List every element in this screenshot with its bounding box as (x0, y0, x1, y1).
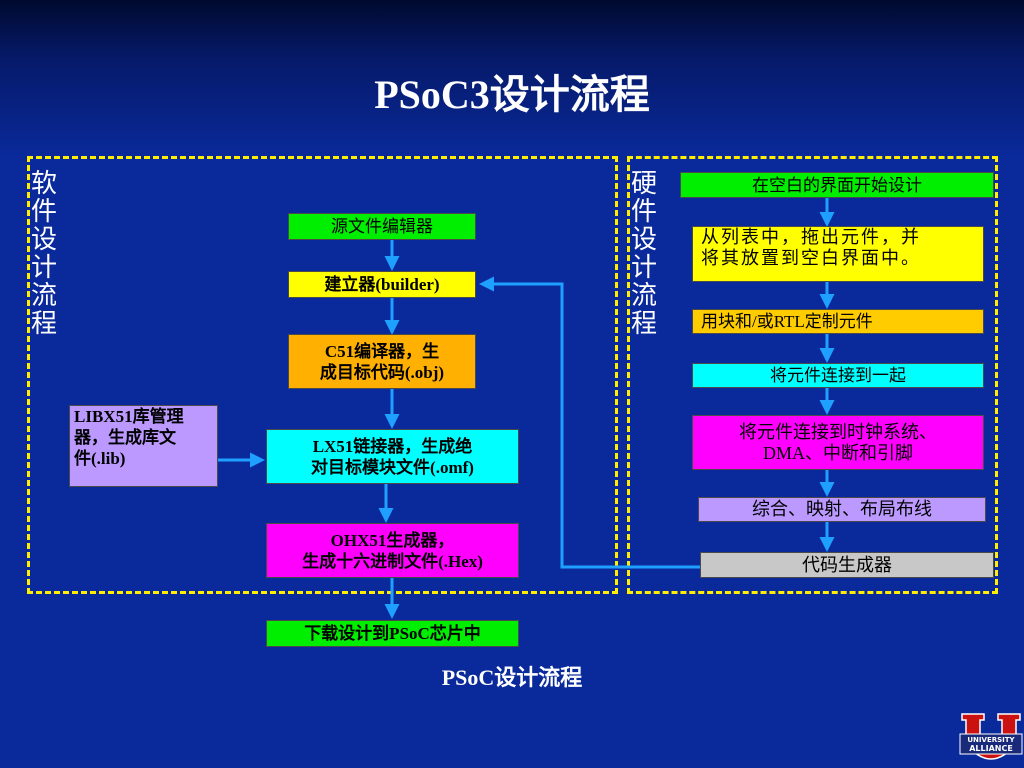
box-text: LX51链接器，生成绝 (312, 436, 473, 456)
drag-components-box: 从列表中，拖出元件，并 将其放置到空白界面中。 (692, 226, 984, 282)
libx51-librarian-box: LIBX51库管理 器，生成库文 件(.lib) (69, 405, 218, 487)
university-alliance-logo: UNIVERSITY ALLIANCE (959, 713, 1023, 760)
box-text: DMA、中断和引脚 (762, 442, 913, 463)
label-char: 设 (630, 225, 657, 255)
box-text: 将元件连接到一起 (770, 366, 906, 385)
software-flow-label: 软 件 设 计 流 程 (29, 170, 59, 338)
builder-box: 建立器(builder) (288, 271, 476, 298)
box-text: 器，生成库文 (74, 428, 176, 447)
logo-text: ALLIANCE (969, 744, 1013, 753)
box-text: LIBX51库管理 (74, 407, 184, 426)
label-char: 软 (30, 169, 57, 199)
box-text: 成目标代码(.obj) (319, 362, 445, 382)
label-char: 流 (30, 281, 57, 311)
synthesis-box: 综合、映射、布局布线 (698, 497, 986, 522)
lx51-linker-box: LX51链接器，生成绝 对目标模块文件(.omf) (266, 429, 519, 484)
box-text: OHX51生成器， (330, 530, 455, 550)
clock-dma-box: 将元件连接到时钟系统、 DMA、中断和引脚 (692, 415, 984, 470)
box-text: 从列表中，拖出元件，并 (701, 227, 921, 247)
box-text: 对目标模块文件(.omf) (311, 457, 474, 477)
box-text: 将其放置到空白界面中。 (701, 248, 921, 268)
source-editor-box: 源文件编辑器 (288, 213, 476, 240)
box-text: C51编译器，生 (324, 341, 440, 361)
label-char: 程 (630, 309, 657, 339)
logo-text: UNIVERSITY (967, 736, 1015, 744)
download-box: 下载设计到PSoC芯片中 (266, 620, 519, 647)
hardware-flow-label: 硬 件 设 计 流 程 (629, 170, 659, 338)
box-text: 下载设计到PSoC芯片中 (304, 624, 481, 643)
box-text: 综合、映射、布局布线 (752, 499, 932, 519)
box-text: 代码生成器 (802, 554, 892, 575)
label-char: 程 (30, 309, 57, 339)
label-char: 流 (630, 281, 657, 311)
label-char: 计 (30, 253, 57, 283)
label-char: 硬 (630, 169, 657, 199)
diagram-caption: PSoC设计流程 (441, 665, 583, 690)
box-text: 在空白的界面开始设计 (752, 175, 922, 195)
blank-design-box: 在空白的界面开始设计 (680, 172, 994, 198)
box-text: 生成十六进制文件(.Hex) (302, 551, 483, 571)
c51-compiler-box: C51编译器，生 成目标代码(.obj) (288, 334, 476, 389)
box-text: 将元件连接到时钟系统、 (739, 421, 937, 442)
box-text: 源文件编辑器 (331, 217, 433, 236)
custom-components-box: 用块和/或RTL定制元件 (692, 309, 984, 334)
label-char: 件 (630, 197, 657, 227)
connect-components-box: 将元件连接到一起 (692, 363, 984, 388)
box-text: 用块和/或RTL定制元件 (701, 312, 873, 331)
page-title: PSoC3设计流程 (374, 72, 650, 117)
label-char: 件 (30, 197, 57, 227)
box-text: 建立器(builder) (324, 275, 440, 294)
label-char: 计 (630, 253, 657, 283)
ohx51-generator-box: OHX51生成器， 生成十六进制文件(.Hex) (266, 523, 519, 578)
code-generator-box: 代码生成器 (700, 552, 994, 578)
box-text: 件(.lib) (74, 449, 126, 468)
label-char: 设 (30, 225, 57, 255)
